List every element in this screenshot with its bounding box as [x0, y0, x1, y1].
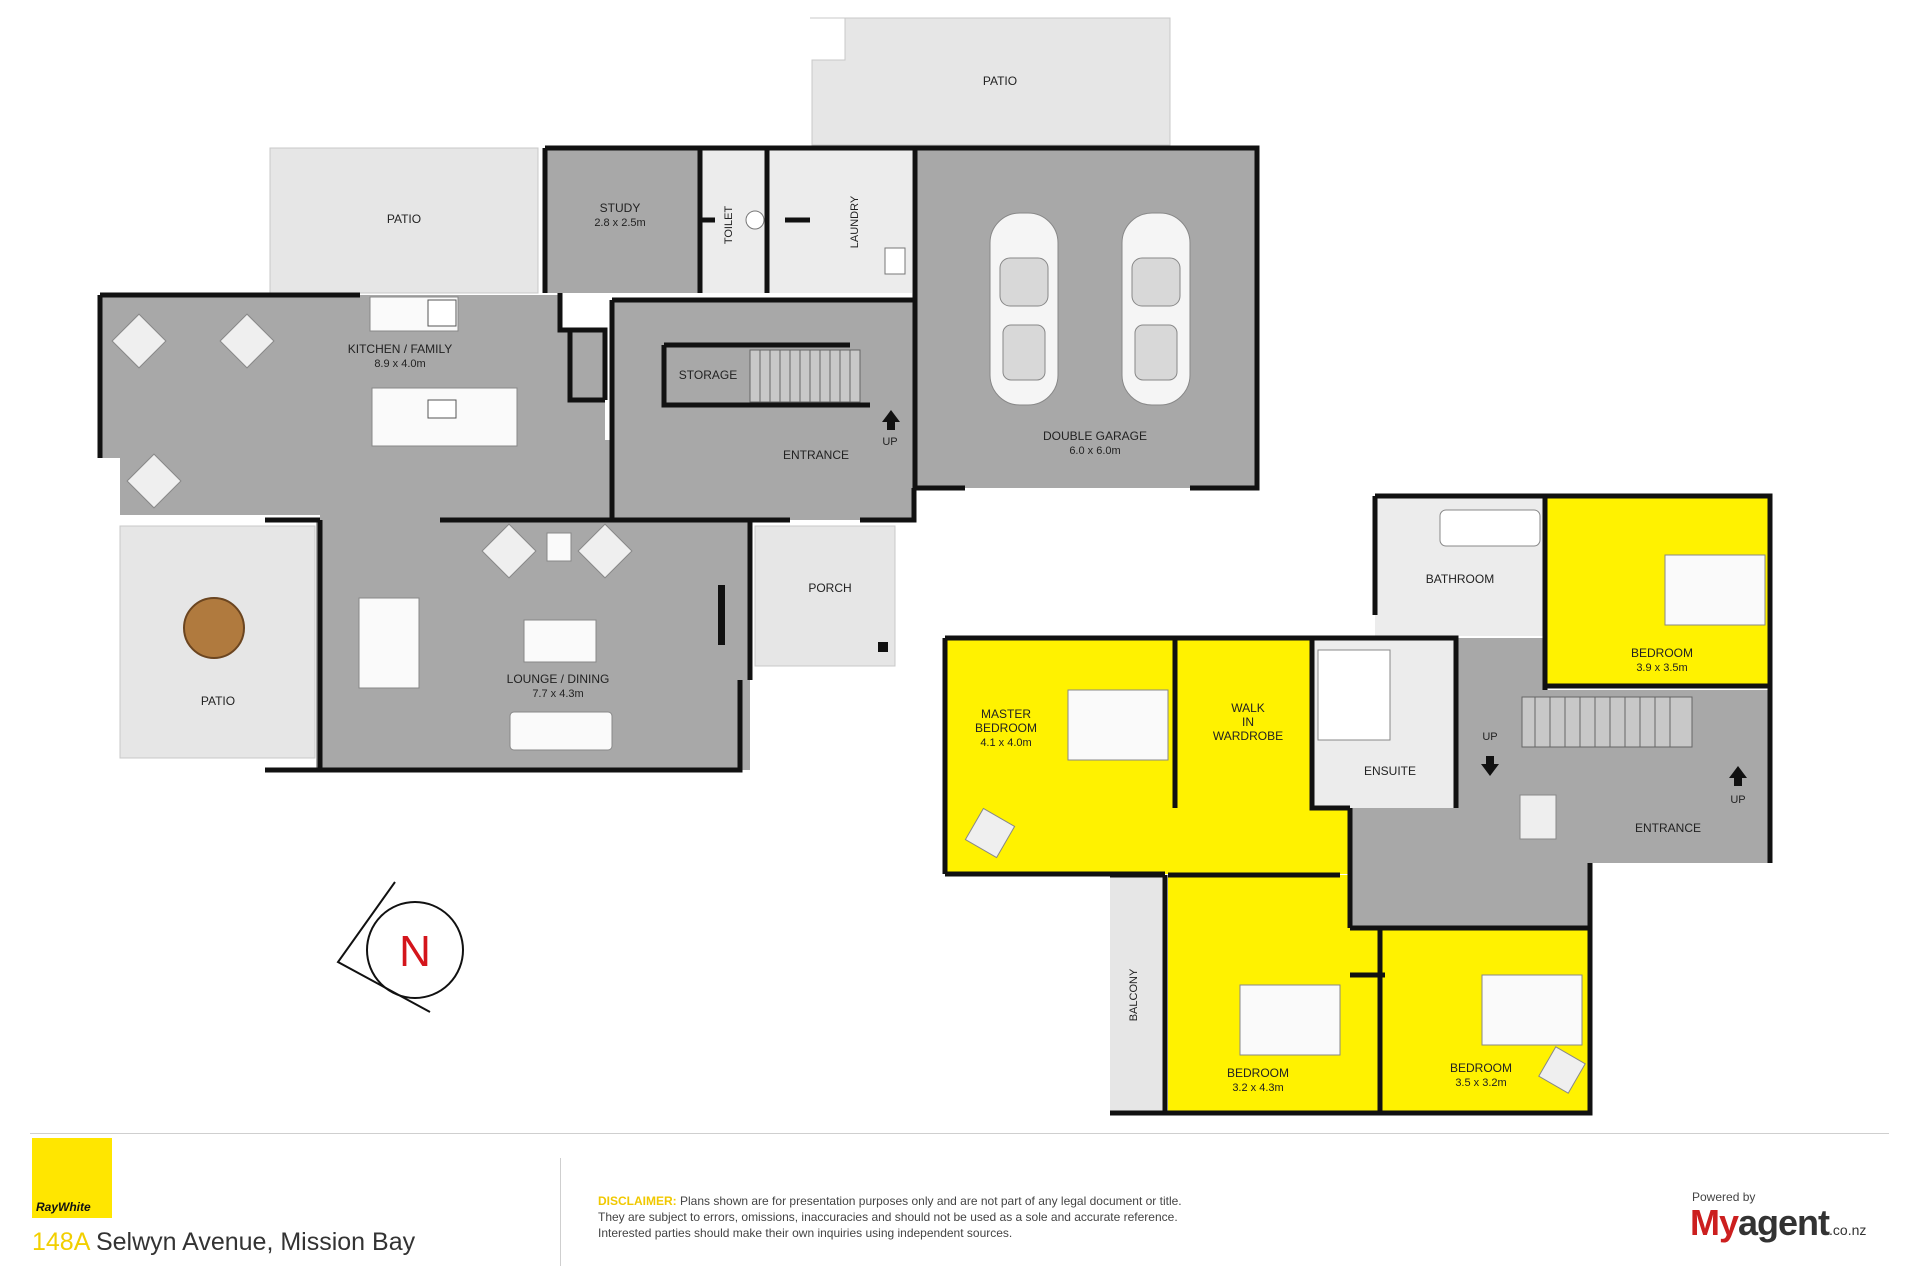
- disclaimer-line-2: They are subject to errors, omissions, i…: [598, 1210, 1178, 1224]
- label-up-upper-1: UP: [1482, 731, 1497, 743]
- label-master-size: 4.1 x 4.0m: [980, 737, 1031, 749]
- ground-walls: [97, 145, 1260, 773]
- powered-by-text: Powered by: [1692, 1190, 1756, 1204]
- label-garage-size: 6.0 x 6.0m: [1069, 445, 1120, 457]
- label-bedroom-ne: BEDROOM: [1631, 646, 1693, 660]
- label-walkin-2: IN: [1242, 715, 1254, 729]
- label-bathroom: BATHROOM: [1426, 572, 1494, 586]
- north-compass-icon: N: [336, 881, 464, 1013]
- label-lounge: LOUNGE / DINING: [507, 672, 610, 686]
- label-bedroom-sw-size: 3.2 x 4.3m: [1232, 1082, 1283, 1094]
- label-bedroom-se: BEDROOM: [1450, 1061, 1512, 1075]
- label-patio-top: PATIO: [983, 74, 1017, 88]
- myagent-agent: agent: [1738, 1202, 1830, 1243]
- address-number: 148A: [32, 1228, 90, 1256]
- label-kitchen-size: 8.9 x 4.0m: [374, 358, 425, 370]
- label-ensuite: ENSUITE: [1364, 764, 1416, 778]
- label-entrance-upper: ENTRANCE: [1635, 821, 1701, 835]
- label-entrance-ground: ENTRANCE: [783, 448, 849, 462]
- ground-furniture: [111, 210, 1191, 751]
- label-kitchen: KITCHEN / FAMILY: [348, 342, 452, 356]
- myagent-my: My: [1690, 1202, 1739, 1243]
- footer-divider: [30, 1133, 1889, 1134]
- label-study: STUDY: [600, 201, 641, 215]
- walkin-area: [1175, 638, 1350, 874]
- upper-walls: [942, 493, 1773, 1116]
- label-lounge-size: 7.7 x 4.3m: [532, 688, 583, 700]
- footer-vertical-divider: [560, 1158, 561, 1266]
- fireplace: [718, 585, 725, 645]
- label-master-1: MASTER: [981, 707, 1031, 721]
- disclaimer-heading: DISCLAIMER:: [598, 1194, 677, 1208]
- label-toilet: TOILET: [723, 206, 735, 245]
- compass-label: N: [399, 927, 431, 976]
- label-up-ground: UP: [882, 436, 897, 448]
- label-balcony: BALCONY: [1128, 968, 1140, 1021]
- address-street: Selwyn Avenue, Mission Bay: [89, 1228, 416, 1256]
- balcony-area: [1110, 875, 1165, 1113]
- disclaimer: DISCLAIMER: Plans shown are for presenta…: [598, 1193, 1358, 1241]
- label-patio-bottom: PATIO: [201, 694, 235, 708]
- raywhite-logo: RayWhite: [32, 1138, 112, 1218]
- patio-top-area: [810, 17, 1171, 146]
- study-area: [545, 148, 700, 293]
- label-up-upper-2: UP: [1730, 794, 1745, 806]
- porch-area: [754, 525, 896, 667]
- label-study-size: 2.8 x 2.5m: [594, 217, 645, 229]
- upper-furniture: [964, 509, 1766, 1094]
- patio-left-area: [269, 147, 539, 294]
- label-bedroom-se-size: 3.5 x 3.2m: [1455, 1077, 1506, 1089]
- label-storage: STORAGE: [679, 368, 737, 382]
- raywhite-logo-text: RayWhite: [36, 1200, 91, 1214]
- myagent-tld: .co.nz: [1829, 1222, 1867, 1238]
- porch-light: [878, 642, 888, 652]
- myagent-logo: Myagent.co.nz: [1690, 1202, 1866, 1244]
- label-double-garage: DOUBLE GARAGE: [1043, 429, 1147, 443]
- label-walkin-3: WARDROBE: [1213, 729, 1283, 743]
- entrance-area: [612, 300, 914, 520]
- label-porch: PORCH: [808, 581, 851, 595]
- kitchen-area: [100, 295, 612, 520]
- label-walkin-1: WALK: [1231, 701, 1265, 715]
- disclaimer-line-1: Plans shown are for presentation purpose…: [676, 1194, 1182, 1208]
- label-bedroom-ne-size: 3.9 x 3.5m: [1636, 662, 1687, 674]
- label-master-2: BEDROOM: [975, 721, 1037, 735]
- label-laundry: LAUNDRY: [849, 195, 861, 248]
- label-patio-left: PATIO: [387, 212, 421, 226]
- property-address: 148A Selwyn Avenue, Mission Bay: [32, 1228, 415, 1257]
- garage-area: [915, 148, 1257, 488]
- label-bedroom-sw: BEDROOM: [1227, 1066, 1289, 1080]
- disclaimer-line-3: Interested parties should make their own…: [598, 1226, 1013, 1240]
